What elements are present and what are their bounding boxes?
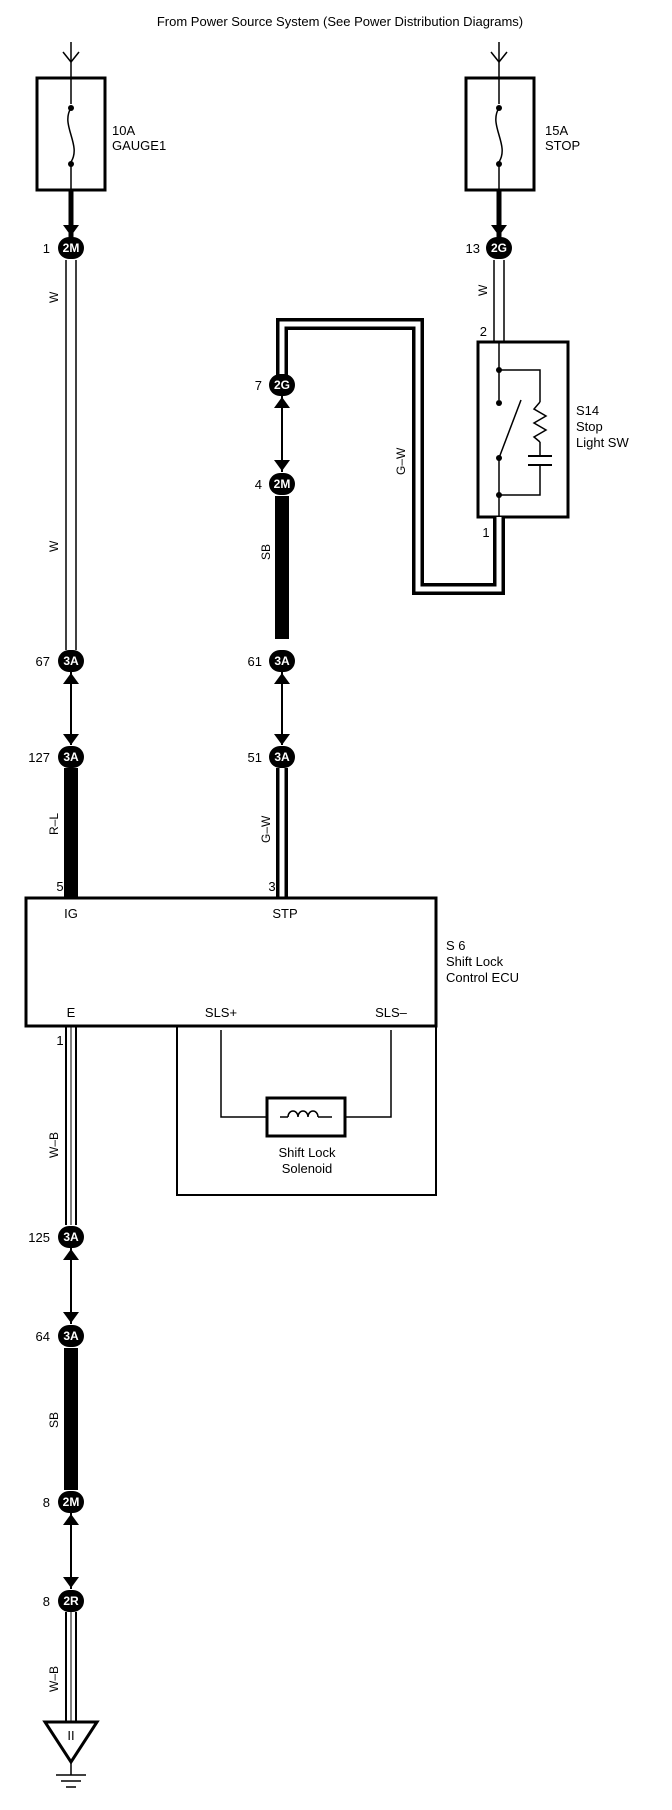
ecu-pin-sls-plus: SLS+ [205,1005,237,1020]
ecu-name-2: Control ECU [446,970,519,985]
wire-label-sb-low: SB [47,1412,61,1428]
wire-label-rl: R–L [47,813,61,835]
ecu-pin-ig-num: 5 [56,879,63,894]
wire-label-w-stop: W [476,284,490,296]
connector-2r-bottom-pin: 8 [43,1594,50,1609]
wire-label-w-1: W [47,291,61,303]
ground-symbol [42,1720,100,1788]
wire-label-gw-top: G–W [394,447,408,475]
connector-2m-top: 2M [58,237,84,259]
fuse-gauge1 [35,76,107,192]
connector-2r-bottom: 2R [58,1590,84,1612]
svg-text:2G: 2G [274,378,290,392]
ecu-pin-stp: STP [272,906,297,921]
connector-3a-51-pin: 51 [248,750,262,765]
fuse-gauge-rating: 10A [112,123,135,138]
wire-label-sb-mid: SB [259,544,273,560]
connector-3a-61: 3A [269,650,295,672]
connector-2g-mid: 2G [269,374,295,396]
switch-pin-top: 2 [480,324,487,339]
connector-3a-127: 3A [58,746,84,768]
wire-label-wb-2: W–B [47,1666,61,1692]
ecu-pin-sls-minus: SLS– [375,1005,408,1020]
wire-sb-low [64,1348,78,1490]
connector-3a-67: 3A [58,650,84,672]
fuse-stop [464,76,536,192]
connector-3a-125-pin: 125 [28,1230,50,1245]
switch-name-2: Light SW [576,435,629,450]
switch-name-1: Stop [576,419,603,434]
stop-feed-arrow [490,42,508,78]
svg-text:3A: 3A [63,654,79,668]
gauge-feed-arrow [62,42,80,78]
wire-rl [64,768,78,898]
connector-3a-64-pin: 64 [36,1329,50,1344]
svg-text:3A: 3A [63,1329,79,1343]
ecu-code: S 6 [446,938,466,953]
connector-2m-bottom: 2M [58,1491,84,1513]
switch-pin-bottom: 1 [482,525,489,540]
connector-3a-67-pin: 67 [36,654,50,669]
svg-text:2M: 2M [274,477,291,491]
source-header: From Power Source System (See Power Dist… [157,14,523,29]
ecu-pin-ig: IG [64,906,78,921]
connector-2g-stop: 2G [486,237,512,259]
wire-gw-loop [276,318,505,595]
connector-3a-51: 3A [269,746,295,768]
fuse-stop-name: STOP [545,138,580,153]
ecu-pin-e: E [67,1005,76,1020]
ecu-name-1: Shift Lock [446,954,504,969]
wire-sb-mid [275,496,289,639]
svg-text:3A: 3A [274,750,290,764]
svg-text:3A: 3A [63,750,79,764]
svg-text:2R: 2R [63,1594,79,1608]
solenoid-enclosure [176,1026,437,1196]
solenoid-name-2: Solenoid [282,1161,333,1176]
wire-label-wb-1: W–B [47,1132,61,1158]
ecu-pin-stp-num: 3 [268,879,275,894]
connector-2m-mid: 2M [269,473,295,495]
wire-label-gw-low: G–W [259,815,273,843]
svg-text:2G: 2G [491,241,507,255]
svg-text:3A: 3A [63,1230,79,1244]
connector-3a-61-pin: 61 [248,654,262,669]
stop-light-switch [476,340,570,519]
connector-3a-125: 3A [58,1226,84,1248]
shift-lock-ecu [24,896,438,1028]
connector-3a-127-pin: 127 [28,750,50,765]
fuse-stop-rating: 15A [545,123,568,138]
ecu-pin-e-num: 1 [56,1033,63,1048]
connector-2m-top-pin: 1 [43,241,50,256]
connector-2m-mid-pin: 4 [255,477,262,492]
connector-2g-mid-pin: 7 [255,378,262,393]
fuse-gauge-name: GAUGE1 [112,138,166,153]
switch-code: S14 [576,403,599,418]
wire-w-left [65,260,77,650]
wire-wb-2 [65,1612,77,1722]
connector-3a-64: 3A [58,1325,84,1347]
svg-text:2M: 2M [63,241,80,255]
wire-wb-1 [65,1026,77,1225]
svg-text:3A: 3A [274,654,290,668]
wire-label-w-2: W [47,540,61,552]
connector-2g-stop-pin: 13 [466,241,480,256]
solenoid-name-1: Shift Lock [278,1145,336,1160]
connector-2m-bottom-pin: 8 [43,1495,50,1510]
ground-code: II [67,1728,74,1743]
svg-text:2M: 2M [63,1495,80,1509]
